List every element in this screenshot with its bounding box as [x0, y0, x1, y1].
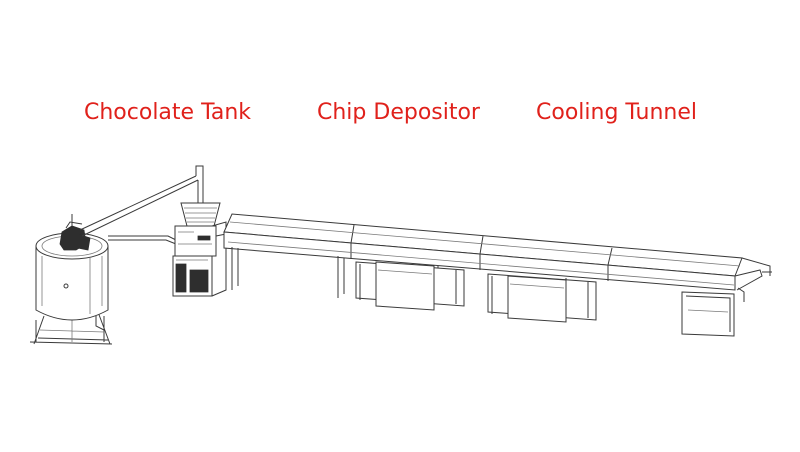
chip-depositor	[172, 202, 233, 297]
chip-depositor-label: Chip Depositor	[317, 100, 480, 125]
cooling-tunnel	[223, 213, 772, 337]
chocolate-tank-label: Chocolate Tank	[84, 100, 252, 125]
cooling-tunnel-label: Cooling Tunnel	[536, 100, 697, 125]
chocolate-tank	[29, 165, 204, 345]
